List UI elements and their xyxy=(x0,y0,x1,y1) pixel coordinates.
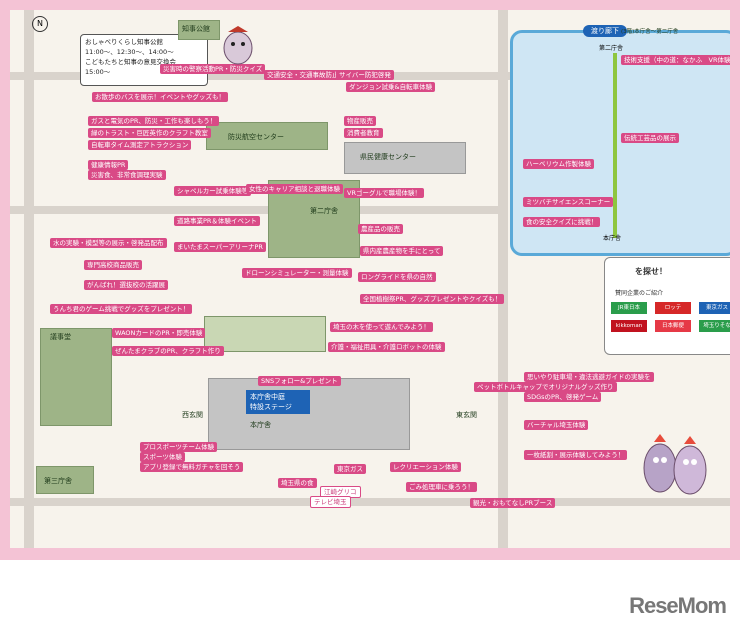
label-bottom-7[interactable]: レクリエーション体験 xyxy=(390,462,461,472)
label-center-7[interactable]: ドローンシミュレーター・測量体験 xyxy=(242,268,352,278)
label-left-5[interactable]: 健康情報PR xyxy=(88,160,129,170)
label-bottom-2[interactable]: アプリ登録で無料ガチャを回そう xyxy=(140,462,244,472)
label-left-6[interactable]: 災害食、非常食調理実験 xyxy=(88,170,166,180)
sponsor-0: JR東日本 xyxy=(611,302,647,314)
label-bottom-9[interactable]: 観光・おもてなしPRブース xyxy=(470,498,556,508)
label-left-9[interactable]: まいたまスーパーアリーナPR xyxy=(174,242,266,252)
event-info-box: おしゃべりくらし知事公館 11:00～、12:30～、14:00～ こどもたちと… xyxy=(80,34,208,86)
west-gate-label: 西玄関 xyxy=(182,411,203,419)
info-line-1: おしゃべりくらし知事公館 xyxy=(85,38,163,46)
corridor-item-3[interactable]: ミツバチサイエンスコーナー xyxy=(523,197,614,207)
label-left-7[interactable]: シャペルカー試乗体験等 xyxy=(174,186,252,196)
hall-building xyxy=(206,122,328,150)
label-left-14[interactable]: WAONカードのPR・即売体験 xyxy=(112,328,206,338)
label-center-11[interactable]: 全国植樹祭PR、グッズプレゼントやクイズも！ xyxy=(360,294,505,304)
third-office-label: 第三庁舎 xyxy=(44,477,72,485)
gift-title: を探せ！ xyxy=(635,267,667,276)
second-office-label: 第二庁舎 xyxy=(310,207,338,215)
north-arrow-icon: N xyxy=(32,16,48,32)
corridor-bottom-label: 本庁舎 xyxy=(603,235,622,242)
label-left-0[interactable]: 災害時の警察活動PR・防災クイズ xyxy=(160,64,266,74)
label-bottom-0[interactable]: プロスポーツチーム体験 xyxy=(140,442,218,452)
label-left-8[interactable]: 道路事業PR＆体験イベント xyxy=(174,216,260,226)
sponsor-2: 東京ガス xyxy=(699,302,730,314)
governor-house-label: 知事公館 xyxy=(182,25,210,33)
label-bottom-3[interactable]: 埼玉県の食 xyxy=(278,478,317,488)
hall-label: 防災航空センター xyxy=(228,133,284,141)
label-right-4[interactable]: 一枚紙割・展示体験してみよう！ xyxy=(524,450,628,460)
label-left-4[interactable]: 自転車タイム測定アトラクション xyxy=(88,140,192,150)
corridor-panel-title: 渡り廊下 xyxy=(583,25,627,37)
sponsor-4: 日本郵便 xyxy=(655,320,691,332)
label-center-4[interactable]: 消費者教育 xyxy=(344,128,383,138)
east-gate-label: 東玄関 xyxy=(456,411,477,419)
gift-search-box: を探せ！ 賛同企業のご紹介 JR東日本 ロッテ 東京ガス kikkoman 日本… xyxy=(604,257,730,355)
info-line-4: 15:00～ xyxy=(85,68,111,76)
health-center-building xyxy=(344,142,466,174)
label-left-13[interactable]: うんち君のゲーム挑戦でグッズをプレゼント！ xyxy=(50,304,193,314)
resemom-logo: ReseMom xyxy=(629,593,727,618)
corridor-top-label: 第二庁舎 xyxy=(599,45,624,52)
stage-title: 本庁舎中庭 xyxy=(250,393,285,401)
label-center-3[interactable]: 物産販売 xyxy=(344,116,376,126)
label-left-11[interactable]: がんばれ！選抜校の活躍展 xyxy=(84,280,168,290)
sponsor-5: 埼玉りそな xyxy=(699,320,730,332)
corridor-item-1[interactable]: 伝統工芸品の展示 xyxy=(621,133,679,143)
corridor-item-0[interactable]: 技術支援（中の道：なかふ VR体験 xyxy=(621,55,730,65)
label-bottom-4[interactable]: 東京ガス xyxy=(334,464,366,474)
assembly-label: 議事堂 xyxy=(50,333,71,341)
event-venue-map: N おしゃべりくらし知事公館 11:00～、12:30～、14:00～ こどもた… xyxy=(10,10,730,548)
health-center-label: 県民健康センター xyxy=(360,153,416,161)
label-center-2[interactable]: ダンジョン試乗&自転車体験 xyxy=(346,82,436,92)
road-right xyxy=(498,10,508,548)
label-center-8[interactable]: 農産品の販売 xyxy=(358,224,403,234)
stage-subtitle: 特設ステージ xyxy=(250,403,292,411)
corridor-panel: 渡り廊下 (3階)本庁舎～第二庁舎 第二庁舎 本庁舎 技術支援（中の道：なかふ … xyxy=(510,25,730,256)
sponsor-1: ロッテ xyxy=(655,302,691,314)
road-middle xyxy=(10,206,500,214)
special-stage[interactable]: 本庁舎中庭 特設ステージ xyxy=(246,390,310,414)
label-bottom-1[interactable]: スポーツ体験 xyxy=(140,452,185,462)
road-left xyxy=(24,10,34,548)
first-office-building xyxy=(208,378,410,450)
label-center-12[interactable]: ロングライドを県の自然 xyxy=(358,272,436,282)
label-right-2[interactable]: SDGsのPR、啓発ゲーム xyxy=(524,392,602,402)
label-bottom-6[interactable]: テレビ埼玉 xyxy=(310,496,351,508)
road-bottom xyxy=(10,498,730,506)
mascot-top-icon xyxy=(223,26,253,65)
label-center-9[interactable]: SNSフォロー&プレゼント xyxy=(258,376,341,386)
label-center-10[interactable]: 埼玉の木を使って遊んでみよう！ xyxy=(330,322,433,332)
corridor-line xyxy=(613,53,617,238)
assembly-building xyxy=(40,328,112,426)
info-line-2: 11:00～、12:30～、14:00～ xyxy=(85,48,174,56)
label-left-15[interactable]: ぜんたまクラブのPR、クラフト作り xyxy=(112,346,224,356)
sponsor-3: kikkoman xyxy=(611,320,647,332)
label-center-1[interactable]: サイバー防犯啓発 xyxy=(336,70,394,80)
label-right-1[interactable]: 思いやり駐車場・違法逃避ガイドの実験を xyxy=(524,372,654,382)
governor-house-building xyxy=(178,20,220,40)
label-left-2[interactable]: ガスと電気のPR、防災・工作も楽しもう！ xyxy=(88,116,220,126)
mascot-bottom-right-icon xyxy=(643,434,707,495)
label-left-3[interactable]: 緑のトラスト・巨匠英作のクラフト教室 xyxy=(88,128,211,138)
info-line-3: こどもたちと知事の意見交換会 xyxy=(85,58,176,66)
label-center-13[interactable]: 介護・福祉用具・介護ロボットの体験 xyxy=(328,342,445,352)
label-center-0[interactable]: 交通安全・交通事故防止 xyxy=(264,70,342,80)
label-center-5[interactable]: 女性のキャリア相談と退職体験 xyxy=(246,184,343,194)
label-left-10[interactable]: 専門高校商品販売 xyxy=(84,260,142,270)
first-office-label: 本庁舎 xyxy=(250,421,271,429)
label-left-12[interactable]: 水の実験・模型等の展示・啓発品配布 xyxy=(50,238,167,248)
label-bottom-8[interactable]: ごみ処理車に乗ろう！ xyxy=(406,482,477,492)
third-office-building xyxy=(36,466,94,494)
label-center-14[interactable]: 県内産農産物を手にとって xyxy=(360,246,444,256)
corridor-item-2[interactable]: ハーベリウム作製体験 xyxy=(523,159,594,169)
label-right-0[interactable]: ペットボトルキャップでオリジナルグッズ作り xyxy=(474,382,617,392)
gift-desc: 賛同企業のご紹介 xyxy=(615,290,664,297)
corridor-item-4[interactable]: 食の安全クイズに挑戦！ xyxy=(523,217,601,227)
label-center-6[interactable]: VRゴーグルで職場体験！ xyxy=(344,188,424,198)
corridor-panel-note: (3階)本庁舎～第二庁舎 xyxy=(621,29,679,35)
label-left-1[interactable]: お散歩のバスを展示！イベントやグッズも！ xyxy=(92,92,228,102)
label-right-3[interactable]: バーチャル埼玉体験 xyxy=(524,420,589,430)
